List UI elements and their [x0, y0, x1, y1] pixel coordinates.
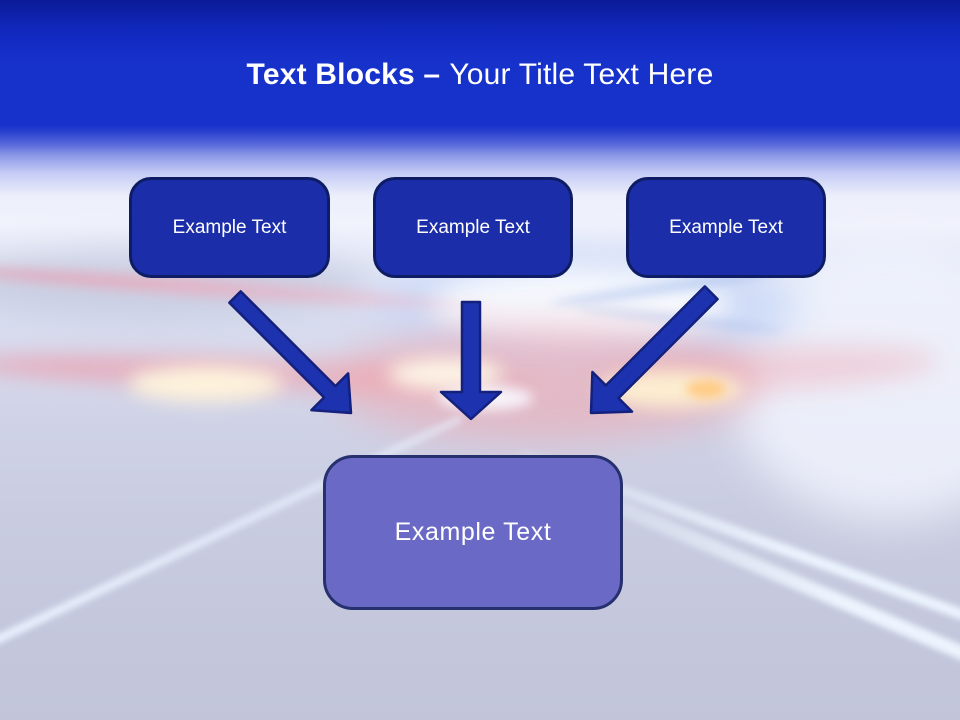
slide-title-regular: Your Title Text Here	[449, 58, 714, 91]
background-glow	[686, 380, 726, 398]
slide-title-bold: Text Blocks –	[246, 58, 441, 91]
text-block-2: Example Text	[373, 177, 573, 278]
text-block-3: Example Text	[626, 177, 826, 278]
text-block-1-label: Example Text	[172, 216, 287, 238]
slide-title: Text Blocks –Your Title Text Here	[0, 54, 960, 96]
background-glow	[128, 366, 283, 402]
text-block-2-label: Example Text	[416, 216, 530, 238]
text-block-1: Example Text	[129, 177, 330, 278]
text-block-3-label: Example Text	[669, 216, 783, 238]
background-glow	[438, 386, 533, 410]
target-text-block-label: Example Text	[394, 518, 552, 546]
target-text-block: Example Text	[323, 455, 623, 610]
